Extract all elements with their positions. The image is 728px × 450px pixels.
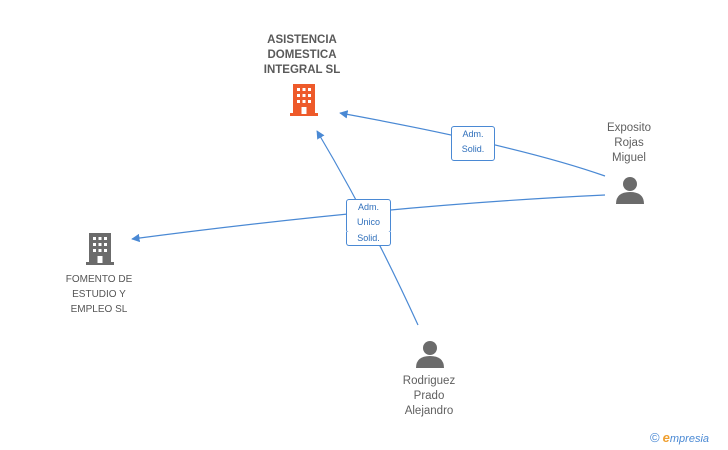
person-label-rodriguez[interactable]: Rodriguez Prado Alejandro — [388, 374, 470, 419]
company-label-asistencia[interactable]: ASISTENCIA DOMESTICA INTEGRAL SL — [242, 33, 362, 78]
label-line: Rodriguez — [402, 375, 456, 387]
edge-label-adm-solid: Adm. Solid. — [451, 126, 495, 161]
label-line: DOMESTICA — [267, 49, 337, 61]
edge-label-line: Adm. — [357, 202, 379, 212]
label-line: Miguel — [612, 152, 646, 164]
edge-label-solid: Solid. — [346, 232, 391, 246]
edge-exposito-to-asistencia — [339, 110, 606, 177]
brand-e: e — [662, 430, 670, 445]
copyright-symbol: © — [650, 430, 660, 445]
label-line: INTEGRAL SL — [263, 64, 341, 76]
edge-label-line: Adm. — [462, 129, 484, 139]
person-icon — [616, 177, 644, 204]
label-line: Prado — [413, 390, 445, 402]
empresia-logo[interactable]: © empresia — [650, 430, 709, 445]
label-line: Exposito — [606, 122, 652, 134]
edge-label-adm-unico: Adm. Unico — [346, 199, 391, 233]
edge-label-line: Unico — [356, 217, 380, 227]
building-icon — [86, 233, 114, 265]
label-line: Rojas — [614, 137, 644, 149]
company-label-fomento[interactable]: FOMENTO DE ESTUDIO Y EMPLEO SL — [40, 272, 158, 317]
edge-label-line: Solid. — [461, 144, 485, 154]
edge-label-line: Solid. — [357, 233, 380, 243]
person-label-exposito[interactable]: Exposito Rojas Miguel — [590, 121, 668, 166]
person-icon — [416, 341, 444, 368]
brand-name: mpresia — [669, 433, 710, 445]
label-line: ESTUDIO Y — [72, 289, 126, 300]
label-line: Alejandro — [404, 405, 454, 417]
building-icon — [290, 84, 318, 116]
label-line: EMPLEO SL — [70, 304, 128, 315]
label-line: ASISTENCIA — [267, 34, 337, 46]
label-line: FOMENTO DE — [65, 274, 133, 285]
